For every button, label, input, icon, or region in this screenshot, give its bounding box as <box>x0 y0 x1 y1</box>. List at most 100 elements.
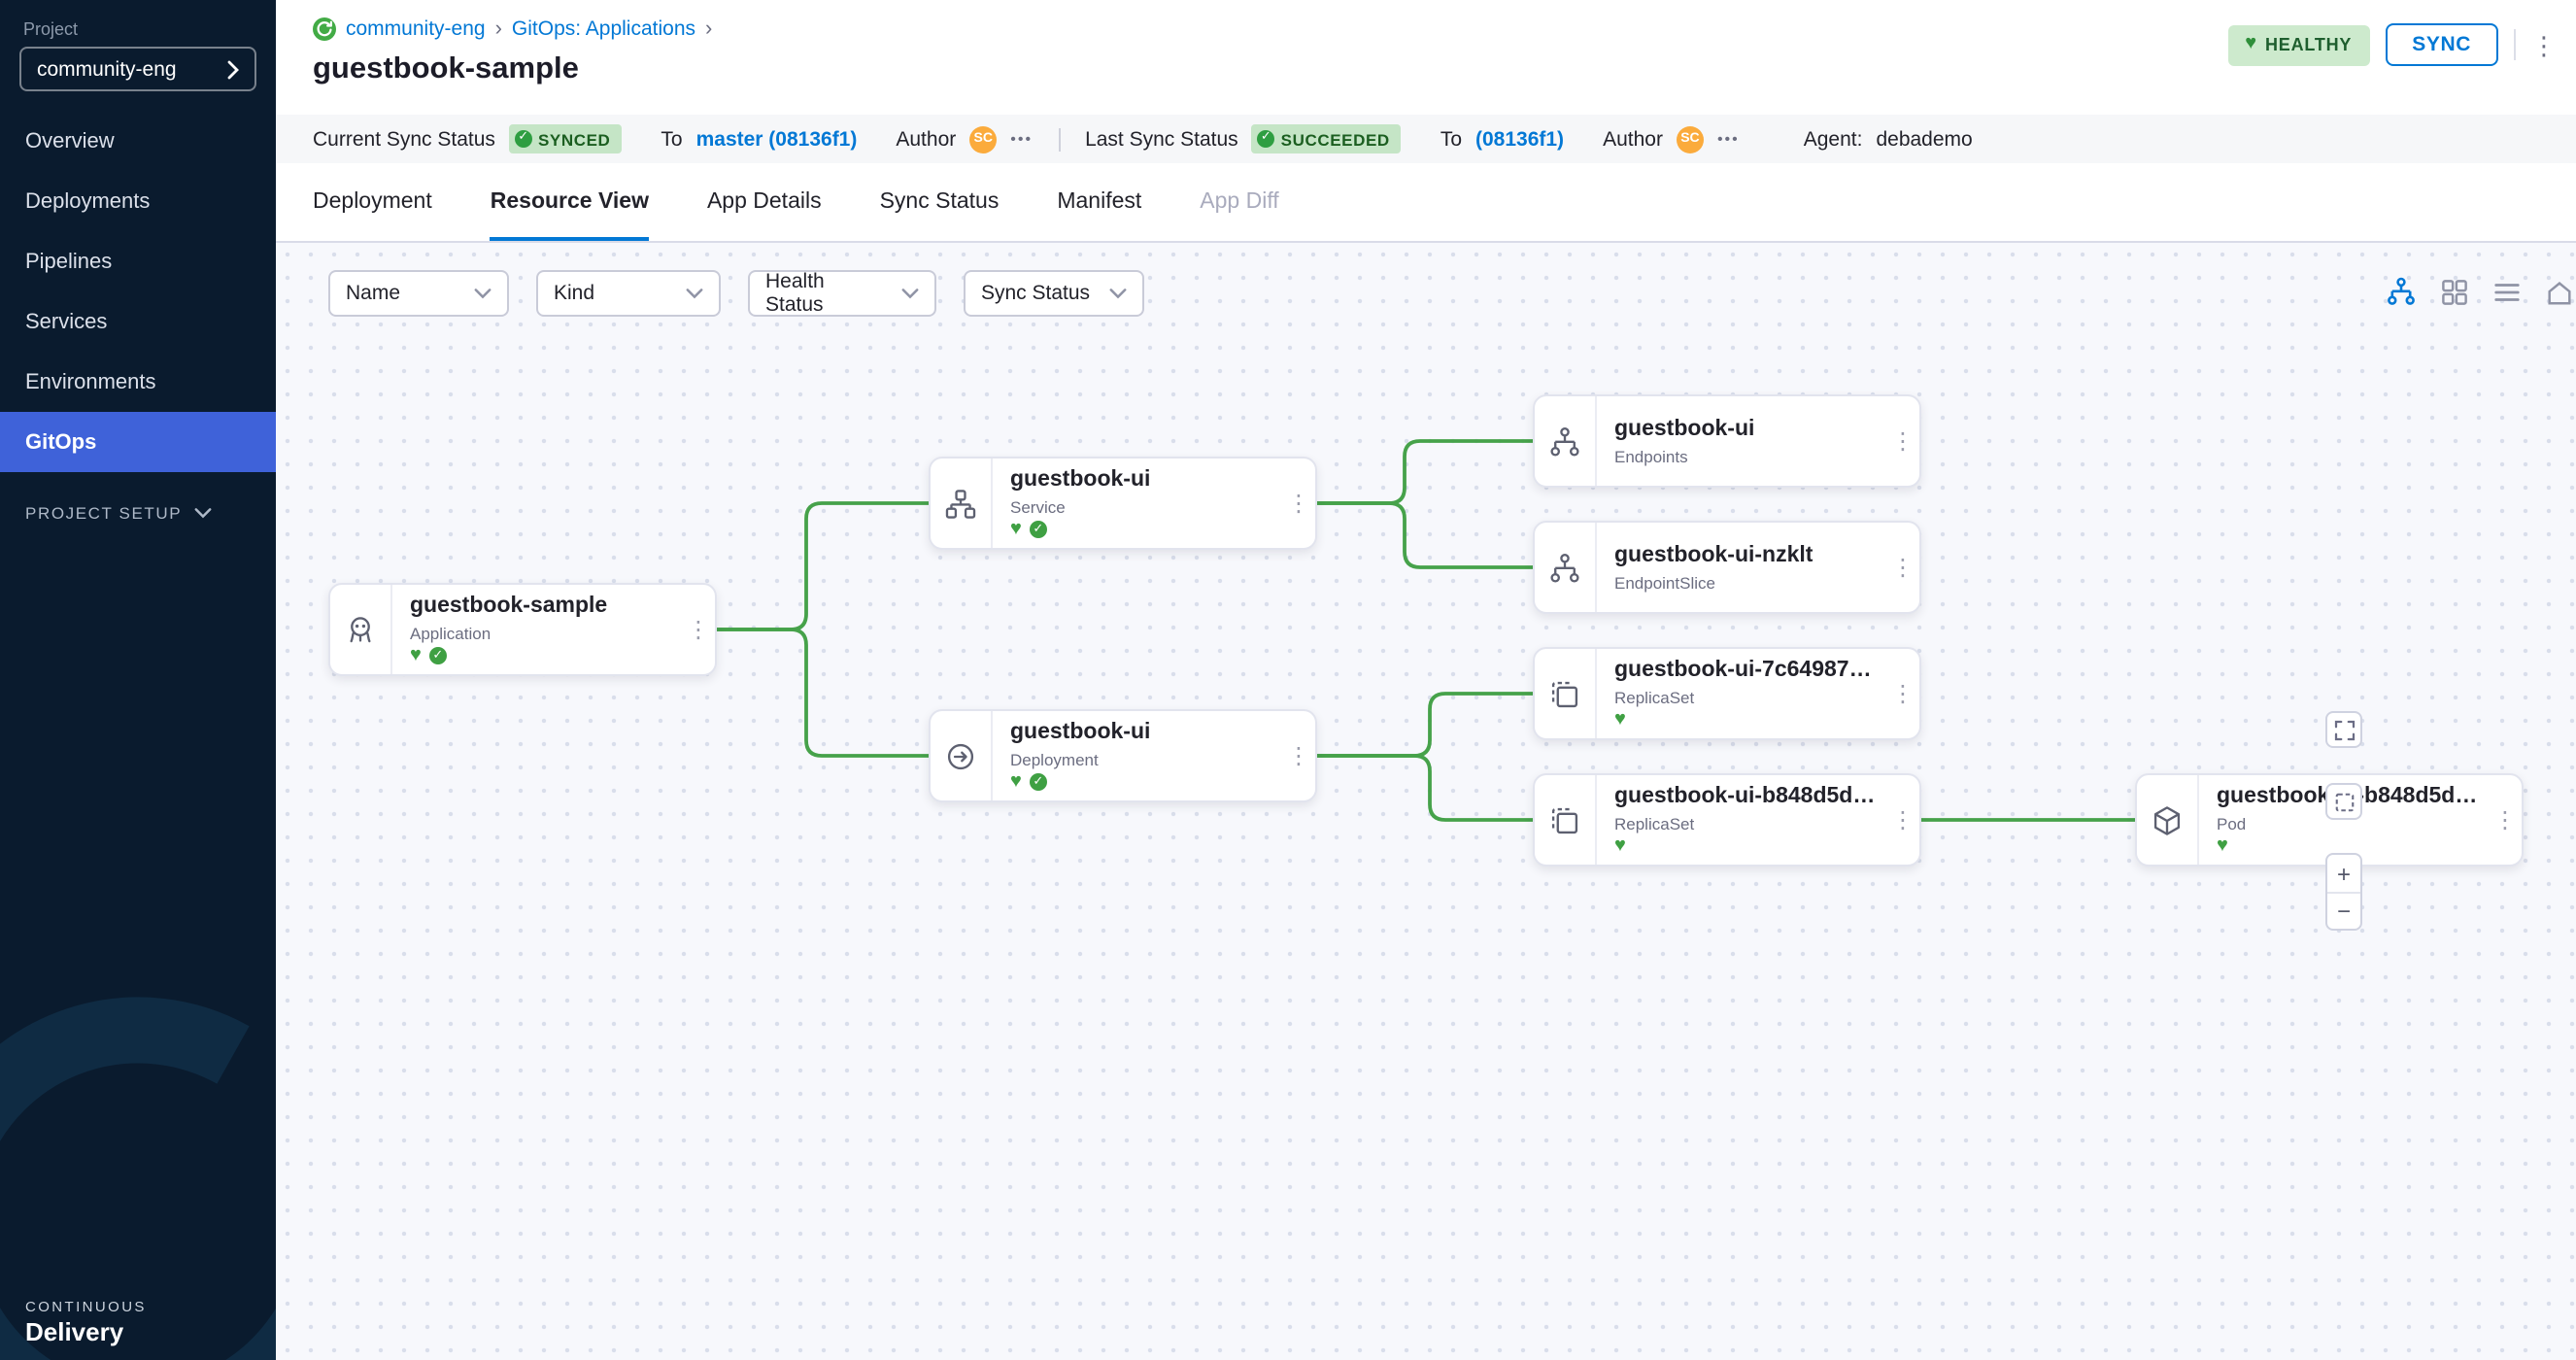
kind-filter-dropdown[interactable]: Kind <box>536 270 721 317</box>
health-heart-icon: ♥ <box>1614 711 1626 731</box>
more-options-icon[interactable]: ⋮ <box>2531 32 2557 57</box>
sync-check-icon: ✓ <box>1030 522 1047 539</box>
author-more-icon[interactable]: ••• <box>1717 130 1740 148</box>
group-view-icon[interactable] <box>2545 277 2574 306</box>
chevron-right-icon <box>227 59 239 79</box>
main-area: community-eng › GitOps: Applications › g… <box>276 0 2576 1360</box>
project-selector-value: community-eng <box>37 57 177 81</box>
sync-check-icon: ✓ <box>1030 774 1047 792</box>
divider <box>2514 29 2516 60</box>
node-menu-icon[interactable]: ⋮ <box>682 585 715 674</box>
sync-status-bar: Current Sync Status ✓ SYNCED To master (… <box>276 115 2576 163</box>
resource-node-service[interactable]: guestbook-ui Service ♥ ✓ ⋮ <box>929 457 1317 550</box>
sync-check-icon: ✓ <box>429 648 447 665</box>
sidebar-item-overview[interactable]: Overview <box>0 111 276 171</box>
author-label: Author <box>896 127 956 151</box>
chevron-down-icon <box>901 288 919 299</box>
fit-view-button[interactable] <box>2325 783 2362 820</box>
resource-kind: ReplicaSet <box>1614 814 1879 833</box>
tab-deployment[interactable]: Deployment <box>313 163 432 241</box>
node-menu-icon[interactable]: ⋮ <box>1282 711 1315 800</box>
author-avatar: SC <box>969 125 997 153</box>
filter-bar: Name Kind Health Status Sync Status <box>328 270 1144 317</box>
grid-view-icon[interactable] <box>2440 277 2469 306</box>
resource-kind: Deployment <box>1010 750 1274 769</box>
tab-app-diff[interactable]: App Diff <box>1200 163 1278 241</box>
chevron-down-icon <box>474 288 491 299</box>
health-heart-icon: ♥ <box>1614 837 1626 857</box>
zoom-in-button[interactable]: + <box>2327 855 2360 892</box>
resource-node-deployment[interactable]: guestbook-ui Deployment ♥ ✓ ⋮ <box>929 709 1317 802</box>
resource-kind: Endpoints <box>1614 447 1879 466</box>
node-menu-icon[interactable]: ⋮ <box>1886 775 1919 865</box>
divider <box>1058 127 1060 151</box>
page-header: community-eng › GitOps: Applications › g… <box>276 0 2576 115</box>
pod-icon <box>2137 775 2199 865</box>
node-menu-icon[interactable]: ⋮ <box>1282 459 1315 548</box>
agent-label: Agent: <box>1804 127 1863 151</box>
sidebar-nav: Overview Deployments Pipelines Services … <box>0 111 276 472</box>
sync-button[interactable]: SYNC <box>2385 23 2498 66</box>
header-actions: ♥ HEALTHY SYNC ⋮ <box>2227 23 2557 66</box>
synced-badge: ✓ SYNCED <box>509 124 622 153</box>
resource-name: guestbook-ui <box>1614 418 1879 443</box>
tab-app-details[interactable]: App Details <box>707 163 822 241</box>
sync-status-filter-dropdown[interactable]: Sync Status <box>964 270 1144 317</box>
resource-tree-canvas[interactable]: Name Kind Health Status Sync Status <box>276 243 2576 1360</box>
breadcrumb-section-link[interactable]: GitOps: Applications <box>512 17 695 41</box>
last-target-link[interactable]: (08136f1) <box>1475 127 1564 151</box>
sidebar-item-gitops[interactable]: GitOps <box>0 412 276 472</box>
node-menu-icon[interactable]: ⋮ <box>1886 396 1919 486</box>
tab-bar: Deployment Resource View App Details Syn… <box>276 163 2576 243</box>
view-mode-switcher <box>2386 276 2574 307</box>
node-menu-icon[interactable]: ⋮ <box>1886 523 1919 612</box>
breadcrumb-project-link[interactable]: community-eng <box>346 17 486 41</box>
health-status-filter-dropdown[interactable]: Health Status <box>748 270 936 317</box>
endpointslice-icon <box>1535 523 1597 612</box>
tab-resource-view[interactable]: Resource View <box>491 163 649 241</box>
sidebar-item-environments[interactable]: Environments <box>0 352 276 412</box>
resource-node-application[interactable]: guestbook-sample Application ♥ ✓ ⋮ <box>328 583 717 676</box>
brand-continuous: CONTINUOUS <box>25 1298 147 1315</box>
heart-icon: ♥ <box>2245 35 2257 54</box>
sidebar-item-pipelines[interactable]: Pipelines <box>0 231 276 291</box>
sidebar-item-deployments[interactable]: Deployments <box>0 171 276 231</box>
list-view-icon[interactable] <box>2492 277 2522 306</box>
chevron-down-icon <box>1109 288 1127 299</box>
canvas-controls: + − <box>2325 711 2362 931</box>
tree-view-icon[interactable] <box>2386 276 2417 307</box>
resource-node-replicaset-2[interactable]: guestbook-ui-b848d5d9d ReplicaSet ♥ ⋮ <box>1533 773 1921 867</box>
name-filter-dropdown[interactable]: Name <box>328 270 509 317</box>
project-selector[interactable]: community-eng <box>19 47 256 91</box>
sidebar-item-services[interactable]: Services <box>0 291 276 352</box>
author-more-icon[interactable]: ••• <box>1010 130 1033 148</box>
brand-logo: CONTINUOUS Delivery <box>25 1298 147 1346</box>
project-setup-toggle[interactable]: PROJECT SETUP <box>0 503 276 523</box>
application-icon <box>330 585 392 674</box>
last-sync-label: Last Sync Status <box>1085 127 1238 151</box>
resource-node-endpoints[interactable]: guestbook-ui Endpoints ⋮ <box>1533 394 1921 488</box>
resource-name: guestbook-ui-nzklt <box>1614 544 1879 569</box>
node-menu-icon[interactable]: ⋮ <box>2489 775 2522 865</box>
tab-sync-status[interactable]: Sync Status <box>880 163 1000 241</box>
deployment-icon <box>931 711 993 800</box>
current-sync-label: Current Sync Status <box>313 127 495 151</box>
resource-name: guestbook-ui <box>1010 468 1274 493</box>
tab-manifest[interactable]: Manifest <box>1057 163 1141 241</box>
zoom-out-button[interactable]: − <box>2327 892 2360 929</box>
breadcrumb-separator: › <box>495 17 502 41</box>
author-label: Author <box>1603 127 1663 151</box>
current-target-link[interactable]: master (08136f1) <box>696 127 858 151</box>
project-label: Project <box>0 0 276 47</box>
fullscreen-button[interactable] <box>2325 711 2362 748</box>
to-label: To <box>661 127 682 151</box>
agent-name: debademo <box>1876 127 1972 151</box>
resource-node-replicaset-1[interactable]: guestbook-ui-7c64987dc9 ReplicaSet ♥ ⋮ <box>1533 647 1921 740</box>
gitops-app-icon <box>313 17 336 41</box>
node-menu-icon[interactable]: ⋮ <box>1886 649 1919 738</box>
health-heart-icon: ♥ <box>2217 837 2228 857</box>
resource-node-endpointslice[interactable]: guestbook-ui-nzklt EndpointSlice ⋮ <box>1533 521 1921 614</box>
sidebar: Project community-eng Overview Deploymen… <box>0 0 276 1360</box>
breadcrumb: community-eng › GitOps: Applications › <box>313 17 2553 41</box>
breadcrumb-separator: › <box>705 17 712 41</box>
